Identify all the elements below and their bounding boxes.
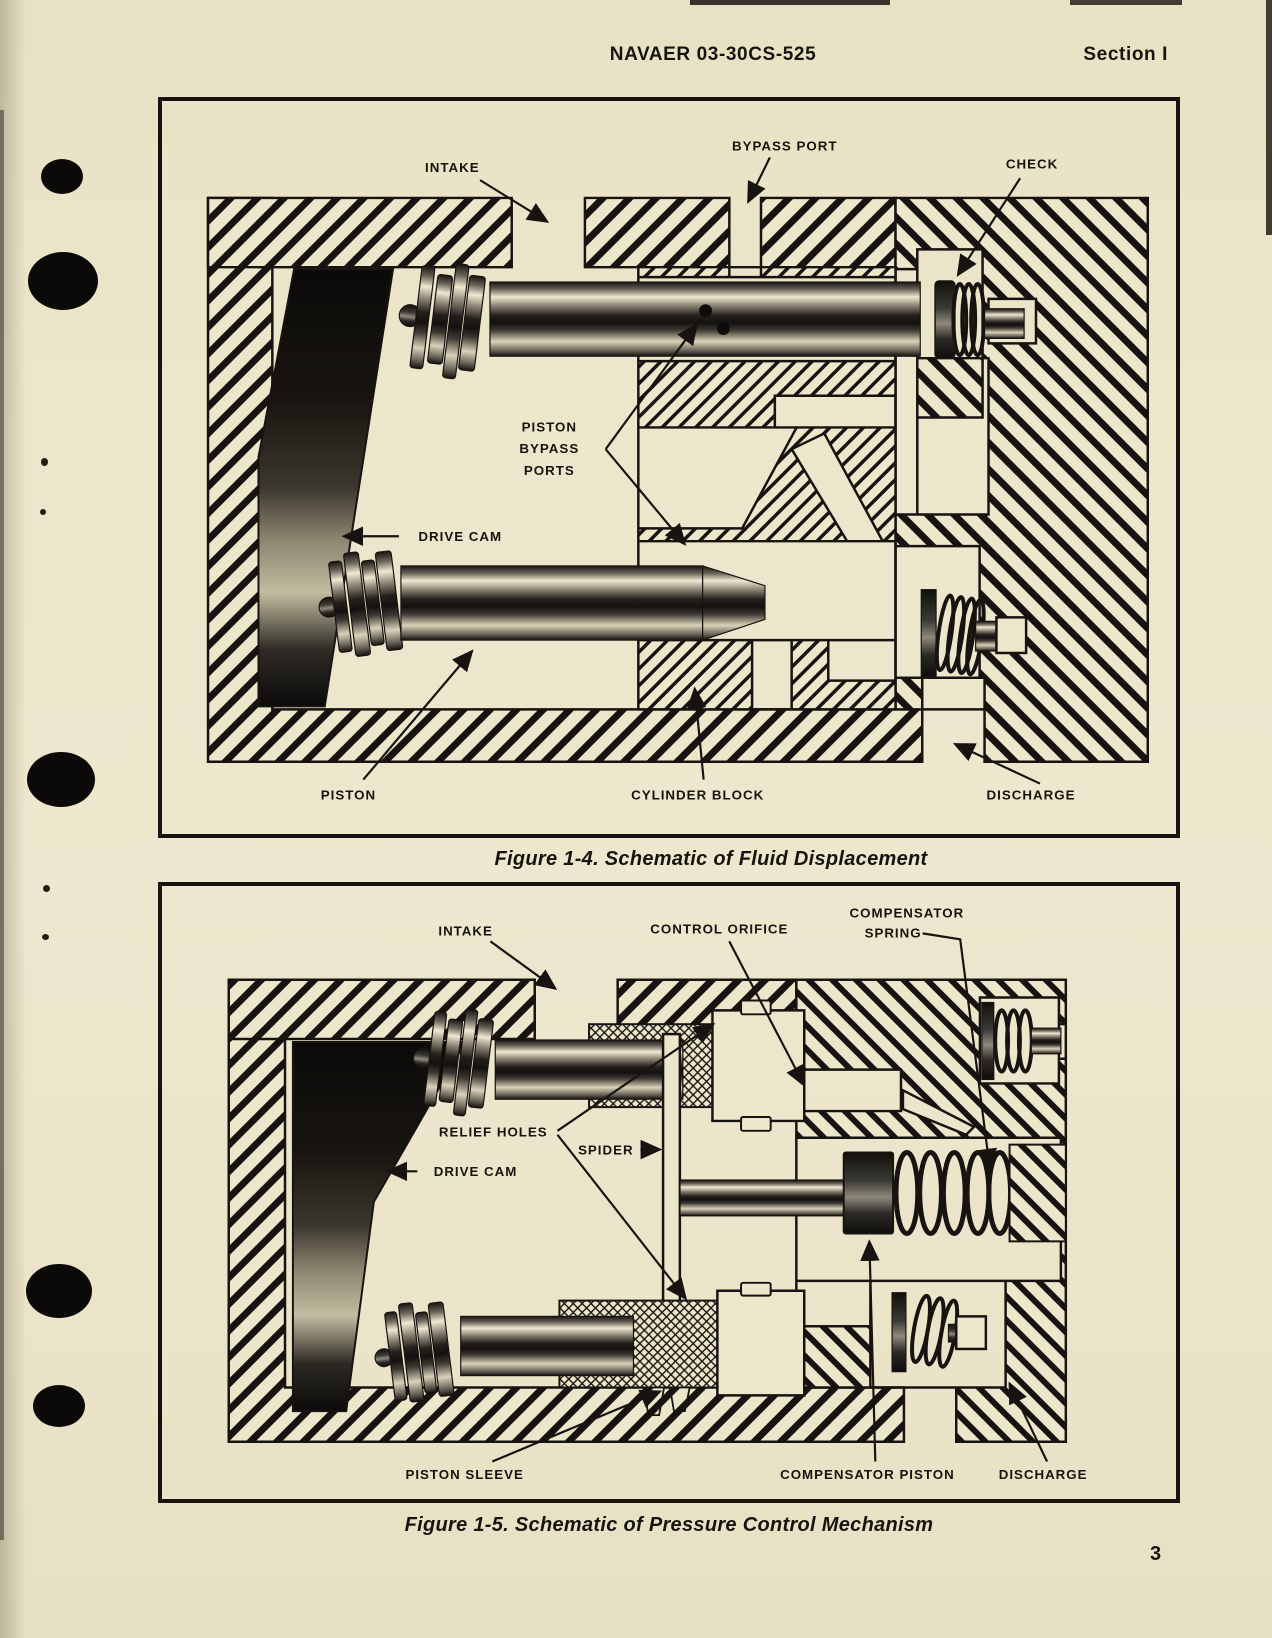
pump-housing: [206, 196, 1150, 764]
piston-sleeve-leader: [491, 1389, 663, 1463]
punch-hole-1: [41, 159, 83, 194]
document-number: NAVAER 03-30CS-525: [609, 44, 817, 65]
discharge-leader: [1008, 1381, 1049, 1462]
relief-holes-label: RELIEF HOLES: [439, 1125, 548, 1140]
piston-bottom: [318, 550, 766, 657]
control-orifice-label: CONTROL ORIFICE: [650, 921, 788, 936]
scan-edge-right: [1266, 0, 1272, 235]
binding-shadow: [0, 0, 26, 1638]
paper-speck-4: [42, 934, 49, 940]
figure-1-5-frame: INTAKE CONTROL ORIFICE COMPENSATOR SPRIN…: [158, 882, 1180, 1503]
drive-cam: [257, 268, 395, 708]
piston-bypass-ports-label-line3: PORTS: [524, 463, 575, 478]
cylinder-block: [637, 265, 897, 711]
sleeve-nut-2: [668, 1386, 691, 1413]
paper-speck-2: [40, 509, 46, 515]
intake-leader: [479, 179, 550, 223]
piston-bottom: [374, 1301, 635, 1403]
intake-leader: [489, 940, 558, 990]
figure-1-5-caption: Figure 1-5. Schematic of Pressure Contro…: [404, 1514, 934, 1536]
compensator-piston-leader: [860, 1239, 880, 1462]
piston-top: [412, 1008, 684, 1117]
control-orifice-leader: [728, 940, 806, 1088]
paper-speck-3: [43, 885, 50, 892]
spring-plug: [1008, 1143, 1067, 1243]
compensator-spring-leader: [922, 932, 997, 1171]
discharge-leader: [952, 742, 1041, 785]
piston-leader: [362, 649, 474, 781]
check-leader: [956, 177, 1022, 277]
relief-holes-leader-2: [556, 1134, 688, 1301]
punch-hole-4: [26, 1264, 92, 1318]
figure-1-4-caption: Figure 1-4. Schematic of Fluid Displacem…: [494, 848, 928, 870]
check-label: CHECK: [1006, 156, 1058, 171]
bypass-port-leader: [747, 156, 771, 204]
page-number: 3: [1150, 1543, 1162, 1565]
bypass-port-label: BYPASS PORT: [732, 138, 838, 153]
spider-label: SPIDER: [578, 1142, 634, 1157]
piston-bypass-hole-1: [699, 304, 713, 318]
piston-bypass-leader-1: [604, 322, 698, 450]
scan-edge-top-2: [1070, 0, 1182, 5]
discharge-label: DISCHARGE: [999, 1467, 1088, 1482]
drive-cam-label: DRIVE CAM: [434, 1164, 518, 1179]
discharge-valve: [920, 589, 1028, 678]
drive-cam-label: DRIVE CAM: [418, 529, 502, 544]
compensator-spring-label-line2: SPRING: [865, 925, 922, 940]
piston-label: PISTON: [321, 787, 376, 802]
compensator-spring-coil: [893, 1150, 1014, 1236]
leader-lines: [385, 932, 1049, 1463]
leader-lines: [341, 156, 1041, 785]
discharge-label: DISCHARGE: [987, 787, 1076, 802]
section-title: Section I: [1083, 44, 1168, 65]
punch-hole-2: [28, 252, 98, 310]
piston-bypass-leader-2: [604, 448, 687, 546]
compensator-piston-part: [842, 1151, 895, 1235]
compensator-piston-label: COMPENSATOR PISTON: [780, 1467, 955, 1482]
punch-hole-3: [27, 752, 95, 807]
piston-bypass-ports-label-line1: PISTON: [522, 419, 577, 434]
piston-bypass-ports-label-line2: BYPASS: [519, 441, 579, 456]
check-valve-spring: [951, 282, 987, 358]
intake-label: INTAKE: [425, 160, 480, 175]
punch-hole-5: [33, 1385, 85, 1427]
piston-sleeve-label: PISTON SLEEVE: [405, 1467, 523, 1482]
compensator-spring-label-line1: COMPENSATOR: [850, 906, 965, 921]
figure-1-5-schematic: INTAKE CONTROL ORIFICE COMPENSATOR SPRIN…: [227, 906, 1088, 1482]
paper-speck-1: [41, 458, 48, 466]
piston-top: [398, 263, 921, 380]
scan-edge-top-1: [690, 0, 890, 5]
check-valve: [934, 280, 1025, 359]
relief-holes-leader-1: [556, 1022, 716, 1132]
discharge-valve: [891, 1292, 988, 1373]
figure-1-4-frame: INTAKE BYPASS PORT CHECK PISTON BYPASS P…: [158, 97, 1180, 838]
cylinder-block-label: CYLINDER BLOCK: [631, 787, 764, 802]
cylinder-block-leader: [686, 686, 707, 780]
figure-1-4-schematic: INTAKE BYPASS PORT CHECK PISTON BYPASS P…: [206, 138, 1150, 802]
scan-edge-left: [0, 110, 4, 1540]
compensator-assembly: [679, 1143, 1067, 1243]
intake-label: INTAKE: [438, 923, 493, 938]
upper-right-valve: [981, 1001, 1062, 1081]
piston-bypass-hole-2: [716, 322, 730, 335]
